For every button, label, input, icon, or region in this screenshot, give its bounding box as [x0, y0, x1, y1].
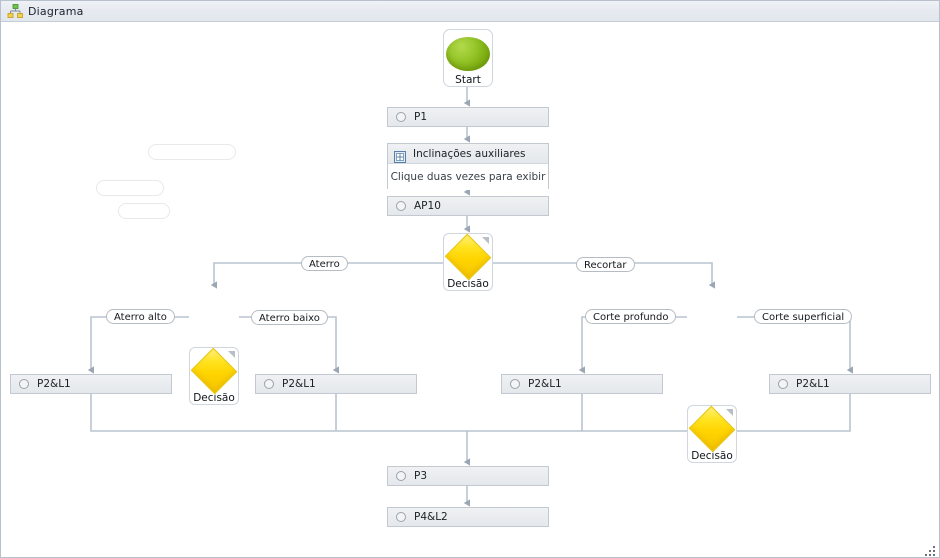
circle-bullet-icon: [396, 471, 406, 481]
hierarchy-diagram-icon: [7, 3, 23, 19]
node-decision-right[interactable]: Decisão: [687, 405, 737, 463]
node-inclinacoes-auxiliares[interactable]: Inclinações auxiliares Clique duas vezes…: [387, 143, 549, 190]
start-circle-icon: [446, 37, 490, 71]
group-node-title: Inclinações auxiliares: [413, 147, 526, 160]
resize-grip-icon[interactable]: [924, 542, 936, 556]
node-start[interactable]: Start: [443, 29, 493, 87]
node-ap10[interactable]: AP10: [387, 196, 549, 216]
window-titlebar: Diagrama: [1, 1, 939, 22]
circle-bullet-icon: [396, 201, 406, 211]
corner-marker-icon: [228, 351, 235, 358]
edge-label-aterro-alto[interactable]: Aterro alto: [106, 309, 175, 324]
node-p2l1-2[interactable]: P2&L1: [255, 374, 417, 394]
node-p1[interactable]: P1: [387, 107, 549, 127]
node-p2l1-2-label: P2&L1: [282, 378, 316, 390]
edge-p2l1-1-merge: [90, 394, 467, 432]
edge-label-empty-1[interactable]: [148, 144, 236, 160]
node-p4l2-label: P4&L2: [414, 511, 448, 523]
circle-bullet-icon: [778, 379, 788, 389]
corner-marker-icon: [726, 409, 733, 416]
node-start-label: Start: [455, 74, 481, 86]
node-decision-left[interactable]: Decisão: [189, 347, 239, 405]
circle-bullet-icon: [396, 512, 406, 522]
window-title: Diagrama: [28, 4, 84, 18]
edge-label-empty-2[interactable]: [96, 180, 164, 196]
edge-label-corte-profundo[interactable]: Corte profundo: [585, 309, 677, 324]
circle-bullet-icon: [19, 379, 29, 389]
group-node-header[interactable]: Inclinações auxiliares: [388, 144, 548, 164]
node-p2l1-3-label: P2&L1: [528, 378, 562, 390]
node-p2l1-4[interactable]: P2&L1: [769, 374, 931, 394]
edge-label-aterro-baixo[interactable]: Aterro baixo: [251, 310, 328, 325]
corner-marker-icon: [482, 237, 489, 244]
chart-grid-icon: [394, 148, 406, 163]
group-node-hint: Clique duas vezes para exibir: [390, 171, 546, 183]
group-node-body[interactable]: Clique duas vezes para exibir: [388, 164, 548, 190]
node-decision-main-label: Decisão: [447, 278, 489, 290]
edge-label-corte-superficial[interactable]: Corte superficial: [754, 309, 853, 324]
edge-label-recortar[interactable]: Recortar: [576, 257, 635, 272]
node-decision-main[interactable]: Decisão: [443, 233, 493, 291]
diagram-canvas[interactable]: Start P1 Inclinações auxiliares Clique: [2, 23, 938, 556]
edge-p2l1-4-merge: [467, 394, 851, 432]
node-p2l1-1-label: P2&L1: [37, 378, 71, 390]
node-p3-label: P3: [414, 470, 428, 482]
circle-bullet-icon: [396, 112, 406, 122]
edge-label-aterro[interactable]: Aterro: [301, 256, 348, 271]
node-p2l1-3[interactable]: P2&L1: [501, 374, 663, 394]
circle-bullet-icon: [264, 379, 274, 389]
node-p2l1-1[interactable]: P2&L1: [10, 374, 172, 394]
node-decision-left-label: Decisão: [193, 392, 235, 404]
node-p1-label: P1: [414, 111, 428, 123]
circle-bullet-icon: [510, 379, 520, 389]
node-p4l2[interactable]: P4&L2: [387, 507, 549, 527]
node-p2l1-4-label: P2&L1: [796, 378, 830, 390]
node-p3[interactable]: P3: [387, 466, 549, 486]
edge-label-empty-3[interactable]: [118, 203, 170, 219]
node-ap10-label: AP10: [414, 200, 441, 212]
node-decision-right-label: Decisão: [691, 450, 733, 462]
